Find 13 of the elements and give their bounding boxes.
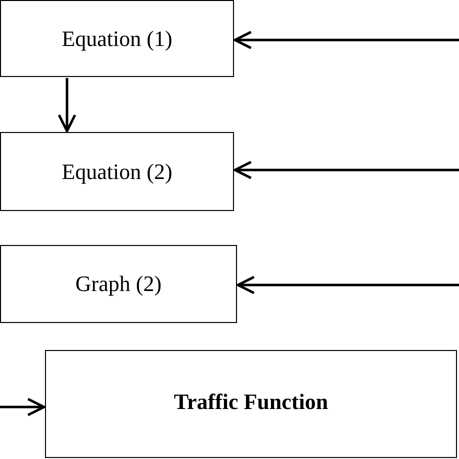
box-label: Equation (1) <box>62 26 172 52</box>
box-label: Graph (2) <box>75 271 162 297</box>
process-box <box>45 350 457 458</box>
arrow <box>0 398 46 416</box>
box-label: Equation (2) <box>62 158 172 184</box>
arrow <box>58 78 76 132</box>
arrow <box>234 30 459 50</box>
process-box <box>0 132 234 211</box>
box-label: Traffic Function <box>174 389 328 415</box>
arrow <box>236 276 459 294</box>
process-box <box>0 245 237 323</box>
arrow <box>234 160 459 180</box>
process-box <box>0 0 234 77</box>
